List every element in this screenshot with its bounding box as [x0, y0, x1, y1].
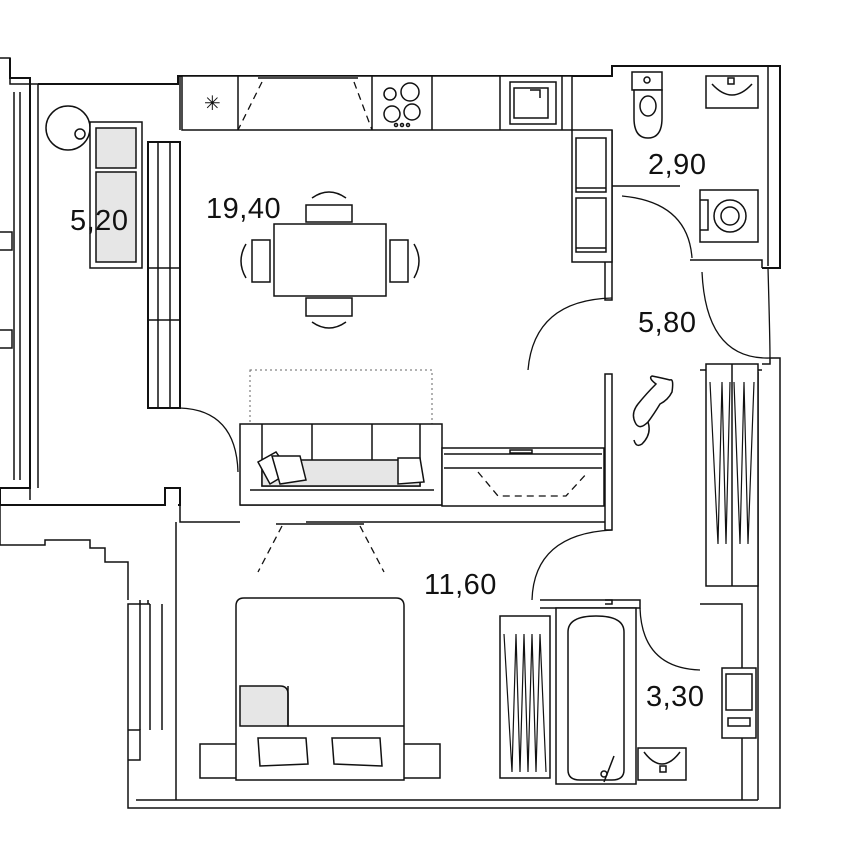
kitchen-counter: ✳ — [181, 75, 613, 263]
bedroom-furniture — [199, 523, 441, 781]
fridge-icon: ✳ — [204, 91, 221, 115]
wc-fixtures — [631, 71, 759, 243]
area-wc: 2,90 — [648, 149, 706, 181]
cat-icon — [632, 375, 674, 447]
area-labels: 5,20 19,40 2,90 5,80 11,60 3,30 — [70, 149, 706, 713]
doors — [179, 195, 771, 671]
balcony-furniture — [45, 105, 143, 269]
dining-table — [240, 191, 420, 329]
area-hallway: 5,80 — [638, 307, 696, 339]
sink-icon — [509, 81, 557, 125]
round-table-icon — [45, 105, 91, 151]
area-bathroom: 3,30 — [646, 681, 704, 713]
washing-machine-icon — [699, 189, 759, 243]
sofa — [239, 369, 443, 506]
tv-unit — [441, 447, 605, 507]
hallway-wardrobe — [705, 363, 759, 587]
area-balcony: 5,20 — [70, 205, 128, 237]
hob-icon — [383, 82, 421, 128]
area-bedroom: 11,60 — [424, 569, 497, 601]
bathroom-fixtures — [499, 607, 757, 785]
area-kitchen-living: 19,40 — [206, 193, 281, 225]
